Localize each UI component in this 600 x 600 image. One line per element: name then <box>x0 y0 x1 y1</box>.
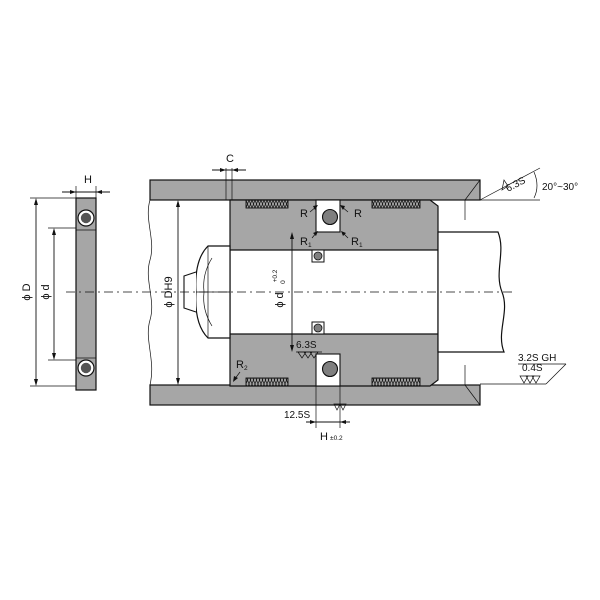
housing-top-wall <box>149 179 481 201</box>
surface-63-center: 6.3S <box>296 340 322 359</box>
s04-label: 0.4S <box>522 363 543 374</box>
r-labels: R R R 1 R 1 R 2 <box>233 205 363 382</box>
left-d-inner-label: ϕ d <box>40 284 52 299</box>
left-d-inner-dimension: ϕ d <box>40 227 76 361</box>
inner-o-ring-top <box>313 251 323 261</box>
d-tol-label: ϕ d <box>274 292 286 307</box>
r1-label-left: R <box>300 236 308 248</box>
r-label-right: R <box>354 208 362 220</box>
guide-ring-top-right <box>371 199 421 209</box>
guide-ring-bottom-left <box>245 377 289 387</box>
d-tol-lower: 0 <box>280 280 287 284</box>
angle-label: 20°~30° <box>542 182 578 193</box>
r1-sub-left: 1 <box>308 242 312 249</box>
inner-o-ring-bottom <box>313 323 323 333</box>
rough-125-label: 12.5S <box>284 410 310 421</box>
s32-label: 3.2S GH <box>518 353 556 364</box>
seal-side-view <box>75 197 97 391</box>
c-dimension: C <box>212 153 246 200</box>
angle-annotation: 20°~30° 6.3S <box>479 167 578 201</box>
dh9-dimension: ϕ DH9 <box>163 200 180 385</box>
groove-bottom-dims: 12.5S H ±0.2 <box>284 386 350 443</box>
housing-break-line <box>147 199 153 386</box>
groove-seal-bottom <box>321 360 339 378</box>
d-tol-dimension: ϕ d +0.2 0 <box>272 232 294 352</box>
housing <box>147 179 481 406</box>
r1-sub-right: 1 <box>359 242 363 249</box>
o-ring-top-fill <box>80 212 92 224</box>
right-surface-finish: 3.2S GH 0.4S <box>480 353 567 385</box>
o-ring-bottom-fill <box>80 362 92 374</box>
left-h-label: H <box>84 174 92 186</box>
piston <box>229 199 439 387</box>
r2-sub: 2 <box>244 365 248 372</box>
h-tol-label: ±0.2 <box>330 435 343 442</box>
guide-ring-top-left <box>245 199 289 209</box>
r2-label: R <box>236 359 244 371</box>
groove-seal-top <box>321 208 339 226</box>
h-label: H <box>320 431 328 443</box>
rough-63-top: 6.3S <box>504 175 528 195</box>
left-d-dimension: ϕ D <box>21 197 76 387</box>
c-label: C <box>226 153 234 165</box>
housing-bottom-wall <box>149 384 481 406</box>
left-d-outer-label: ϕ D <box>21 283 33 300</box>
rough-63b-label: 6.3S <box>296 340 317 351</box>
r1-label-right: R <box>351 236 359 248</box>
d-tol-upper: +0.2 <box>272 269 279 282</box>
dh9-label: ϕ DH9 <box>163 276 175 307</box>
guide-ring-bottom-right <box>371 377 421 387</box>
left-h-dimension: H <box>62 174 110 198</box>
r-label-left: R <box>300 208 308 220</box>
